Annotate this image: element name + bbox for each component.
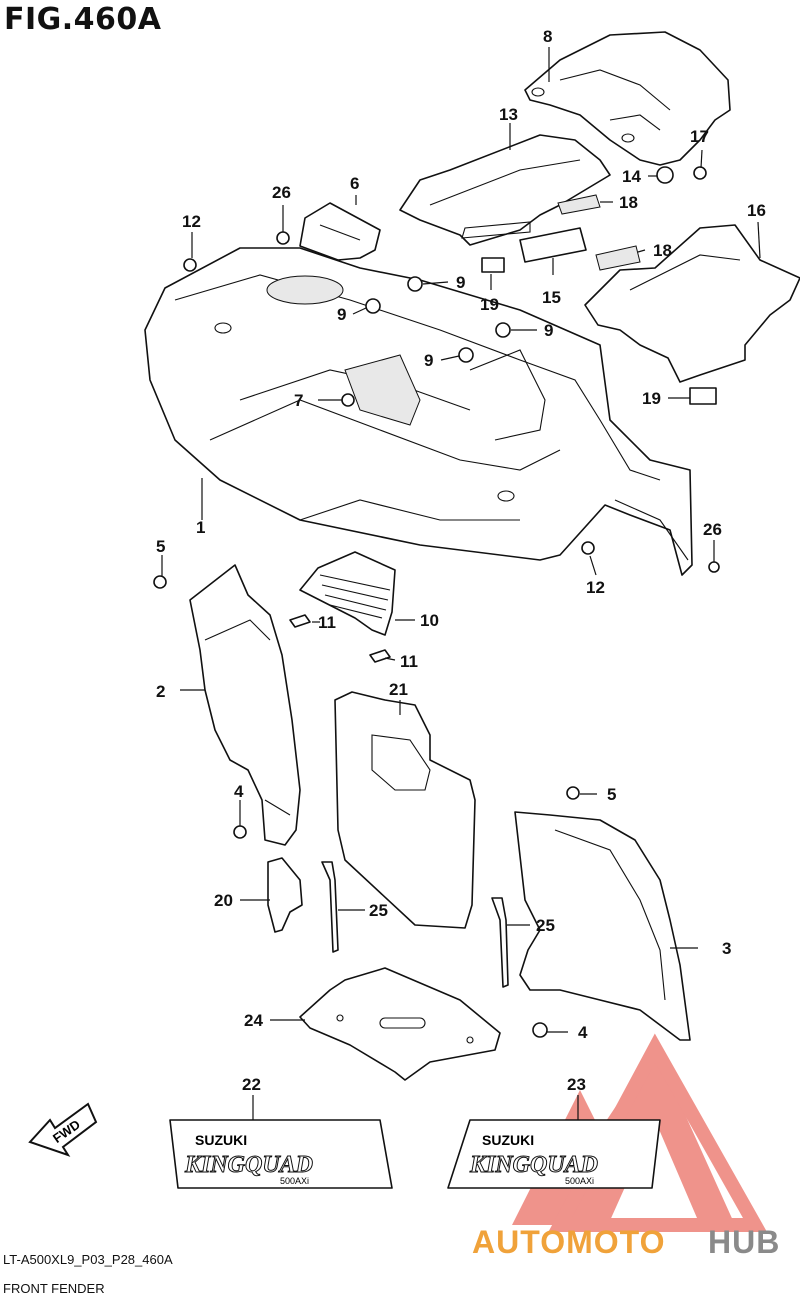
decal-23-sub: 500AXi	[565, 1176, 594, 1186]
front-fender-part[interactable]	[144, 247, 693, 576]
callout-26a: 26	[272, 183, 291, 202]
frame-bracket-part[interactable]	[399, 134, 611, 246]
callout-14: 14	[622, 167, 641, 186]
callout-4b: 4	[578, 1023, 588, 1042]
leader-lines	[161, 47, 761, 1120]
watermark-part2: HUB	[708, 1224, 780, 1260]
decal-22-brand: SUZUKI	[195, 1132, 247, 1148]
decal-23-model: KINGQUAD	[469, 1152, 598, 1178]
callout-9d: 9	[424, 351, 433, 370]
forward-arrow-icon: FWD	[28, 1102, 98, 1157]
pad-part-18b[interactable]	[595, 245, 641, 271]
callout-9a: 9	[337, 305, 346, 324]
callout-23: 23	[567, 1075, 586, 1094]
callout-21: 21	[389, 680, 408, 699]
callout-26b: 26	[703, 520, 722, 539]
callout-1: 1	[196, 518, 205, 537]
grille-part[interactable]	[299, 551, 396, 636]
left-inner-panel-part[interactable]	[189, 564, 301, 846]
decal-23-brand: SUZUKI	[482, 1132, 534, 1148]
callout-19a: 19	[480, 295, 499, 314]
decal-22-model: KINGQUAD	[184, 1152, 313, 1178]
callout-6: 6	[350, 174, 359, 193]
watermark-part1: AUTOMOTO	[472, 1224, 665, 1260]
watermark-text: AUTOMOTO HUB	[472, 1224, 780, 1260]
callout-10: 10	[420, 611, 439, 630]
figure-caption: FRONT FENDER	[3, 1281, 105, 1296]
side-panel-part[interactable]	[584, 224, 800, 383]
callout-11a: 11	[318, 613, 336, 632]
callout-9c: 9	[544, 321, 553, 340]
callout-4a: 4	[234, 782, 244, 801]
callout-15: 15	[542, 288, 561, 307]
callout-25b: 25	[536, 916, 555, 935]
callout-12a: 12	[182, 212, 201, 231]
callout-9b: 9	[456, 273, 465, 292]
mud-flap-part[interactable]	[334, 691, 476, 929]
callout-5b: 5	[607, 785, 616, 804]
skid-plate-part[interactable]	[299, 967, 501, 1081]
decal-part-22[interactable]: SUZUKI KINGQUAD 500AXi	[169, 1119, 393, 1189]
block-part-19a[interactable]	[481, 257, 505, 273]
callout-24: 24	[244, 1011, 263, 1030]
callout-16: 16	[747, 201, 766, 220]
figure-title: FIG.460A	[4, 2, 162, 37]
fender-cover-part[interactable]	[524, 31, 731, 166]
cable-tie-part-a[interactable]	[321, 861, 339, 953]
callout-22: 22	[242, 1075, 261, 1094]
callout-13: 13	[499, 105, 518, 124]
callout-19b: 19	[642, 389, 661, 408]
right-inner-panel-part[interactable]	[514, 811, 691, 1041]
pad-part-18a[interactable]	[557, 194, 601, 215]
callout-25a: 25	[369, 901, 388, 920]
drawing-code: LT-A500XL9_P03_P28_460A	[3, 1252, 173, 1267]
callout-18b: 18	[653, 241, 672, 260]
callout-5a: 5	[156, 537, 165, 556]
callout-8: 8	[543, 27, 552, 46]
callout-20: 20	[214, 891, 233, 910]
fastener-parts[interactable]	[153, 166, 720, 1038]
callout-7: 7	[294, 391, 303, 410]
callout-3: 3	[722, 939, 731, 958]
pad-part-15[interactable]	[519, 227, 587, 263]
callout-labels: 1 2 3 4 4 5 5 6 7 8 9 9 9 9 10 11 11 12 …	[156, 27, 766, 1094]
cable-tie-part-b[interactable]	[491, 897, 509, 988]
callout-12b: 12	[586, 578, 605, 597]
bracket-part-20[interactable]	[267, 857, 303, 933]
block-part-19b[interactable]	[689, 387, 717, 405]
small-cover-part[interactable]	[299, 202, 381, 261]
decal-part-23[interactable]: SUZUKI KINGQUAD 500AXi	[447, 1119, 661, 1189]
decal-22-sub: 500AXi	[280, 1176, 309, 1186]
callout-17: 17	[690, 127, 709, 146]
callout-2: 2	[156, 682, 165, 701]
callout-11b: 11	[400, 652, 418, 671]
callout-18a: 18	[619, 193, 638, 212]
